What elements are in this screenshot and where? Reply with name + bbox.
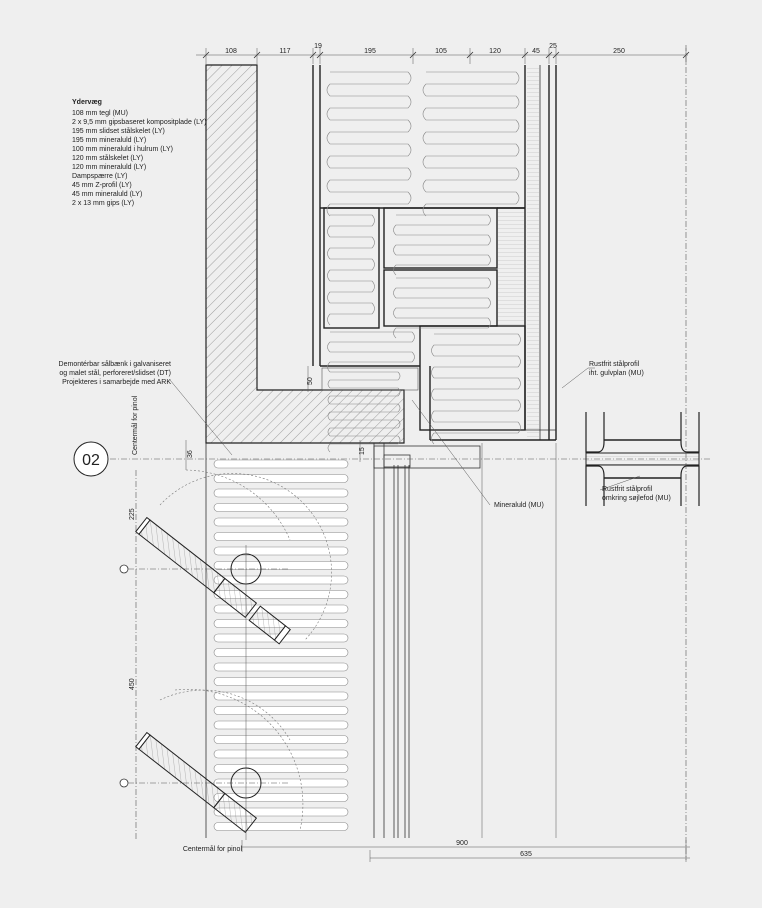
- dim-label-250: 250: [613, 48, 625, 55]
- bench-slat: [213, 691, 349, 701]
- bench-slat: [213, 561, 349, 570]
- stainless-steel-profile: [585, 45, 700, 860]
- insulation-wave: [393, 277, 491, 339]
- legend-item: 120 mm mineraluld (LY): [72, 164, 146, 171]
- legend: Ydervæg 108 mm tegl (MU) 2 x 9,5 mm gips…: [72, 99, 207, 207]
- section-marker-label: 02: [82, 452, 100, 469]
- brick-wall-section: [205, 64, 405, 444]
- steel-profile-top-note: Rustfrit stålprofil: [589, 360, 640, 368]
- bench-slat: [213, 575, 349, 585]
- mineral-wool-note: Mineraluld (MU): [494, 502, 544, 509]
- bench-slat: [213, 706, 349, 715]
- dim-label-36: 36: [187, 450, 194, 458]
- bench-slat: [213, 735, 349, 744]
- legend-item: 100 mm mineraluld i hulrum (LY): [72, 146, 173, 153]
- legend-title: Ydervæg: [72, 99, 102, 106]
- dim-label-225: 225: [129, 508, 136, 520]
- top-dimension-labels: 108 117 19 195 105 120 45 25 250: [225, 43, 625, 55]
- legend-item: 195 mm slidset stålskelet (LY): [72, 127, 165, 135]
- bench-slat: [213, 662, 349, 672]
- bench-note: og malet stål, perforeret/slidset (DT): [59, 369, 171, 377]
- pin-center-vertical: Centermål for pinol 36 225 450 50 15: [129, 366, 366, 840]
- dim-label-195: 195: [364, 48, 376, 55]
- dim-label-19: 19: [314, 43, 322, 50]
- leader-lines: [169, 367, 641, 506]
- legend-item: 120 mm stålskelet (LY): [72, 154, 143, 162]
- insulation-wave: [327, 371, 401, 453]
- steel-profile-bottom-note: omkring søjlefod (MU): [602, 495, 671, 502]
- dim-label-108: 108: [225, 48, 237, 55]
- section-marker-circle: [73, 441, 109, 477]
- bench-slat: [213, 749, 349, 759]
- bench-slat: [213, 720, 349, 730]
- dim-label-117: 117: [279, 48, 290, 55]
- bench-slat: [213, 488, 349, 498]
- center-pin-bottom-label: Centermål for pinol: [183, 845, 243, 853]
- insulation-wave: [327, 214, 375, 326]
- legend-item: 2 x 13 mm gips (LY): [72, 200, 134, 207]
- dim-label-15: 15: [359, 447, 366, 455]
- bottom-dimensions: 900 635: [241, 840, 690, 862]
- bench-note: Projekteres i samarbejde med ARK: [62, 379, 171, 386]
- bench-slat: [213, 532, 349, 541]
- insulation-wave: [431, 333, 521, 445]
- insulation-wave: [326, 71, 412, 217]
- bench-slat: [213, 677, 349, 686]
- section-center-line: 02: [73, 441, 712, 477]
- steel-profile-top-note: iht. gulvplan (MU): [589, 370, 644, 377]
- pin-hinge-upper: [119, 469, 332, 840]
- dim-label-45: 45: [532, 48, 540, 55]
- legend-item: 2 x 9,5 mm gipsbaseret kompositplade (LY…: [72, 119, 207, 126]
- center-pin-vertical-label: Centermål for pinol: [131, 395, 139, 455]
- bench-note: Demontérbar sålbænk i galvaniseret: [59, 360, 171, 368]
- bench-slat: [213, 459, 349, 469]
- insulation-wave: [327, 331, 415, 373]
- dim-label-635: 635: [520, 851, 532, 858]
- wall-layers: [312, 65, 557, 441]
- bench-slats: [213, 459, 349, 831]
- dim-label-120: 120: [489, 48, 501, 55]
- bench-slat: [213, 474, 349, 483]
- bench-slat: [213, 778, 349, 788]
- insulation-wave: [393, 214, 491, 276]
- bench-slat: [213, 503, 349, 512]
- bench-frame: [205, 443, 557, 838]
- legend-item: 45 mm mineraluld (LY): [72, 191, 142, 198]
- dim-label-105: 105: [435, 48, 447, 55]
- dim-label-900: 900: [456, 840, 468, 847]
- bench-slat: [213, 764, 349, 773]
- insulation-wave: [422, 71, 520, 217]
- bench-slat: [213, 648, 349, 657]
- dim-label-25: 25: [549, 43, 557, 50]
- annotations: Demontérbar sålbænk i galvaniseret og ma…: [59, 360, 671, 853]
- legend-item: Dampspærre (LY): [72, 173, 128, 180]
- legend-item: 195 mm mineraluld (LY): [72, 137, 146, 144]
- bench-slat: [213, 546, 349, 556]
- dim-label-50: 50: [307, 377, 314, 385]
- bench-slat: [213, 517, 349, 527]
- legend-item: 108 mm tegl (MU): [72, 110, 128, 117]
- pin-hinge-lower: [119, 689, 304, 834]
- steel-profile-bottom-note: Rustfrit stålprofil: [602, 485, 653, 493]
- mineral-wool-fill: [326, 71, 521, 453]
- top-dimension-chain: [196, 48, 690, 64]
- legend-item: 45 mm Z-profil (LY): [72, 182, 132, 189]
- dim-label-450: 450: [129, 678, 136, 690]
